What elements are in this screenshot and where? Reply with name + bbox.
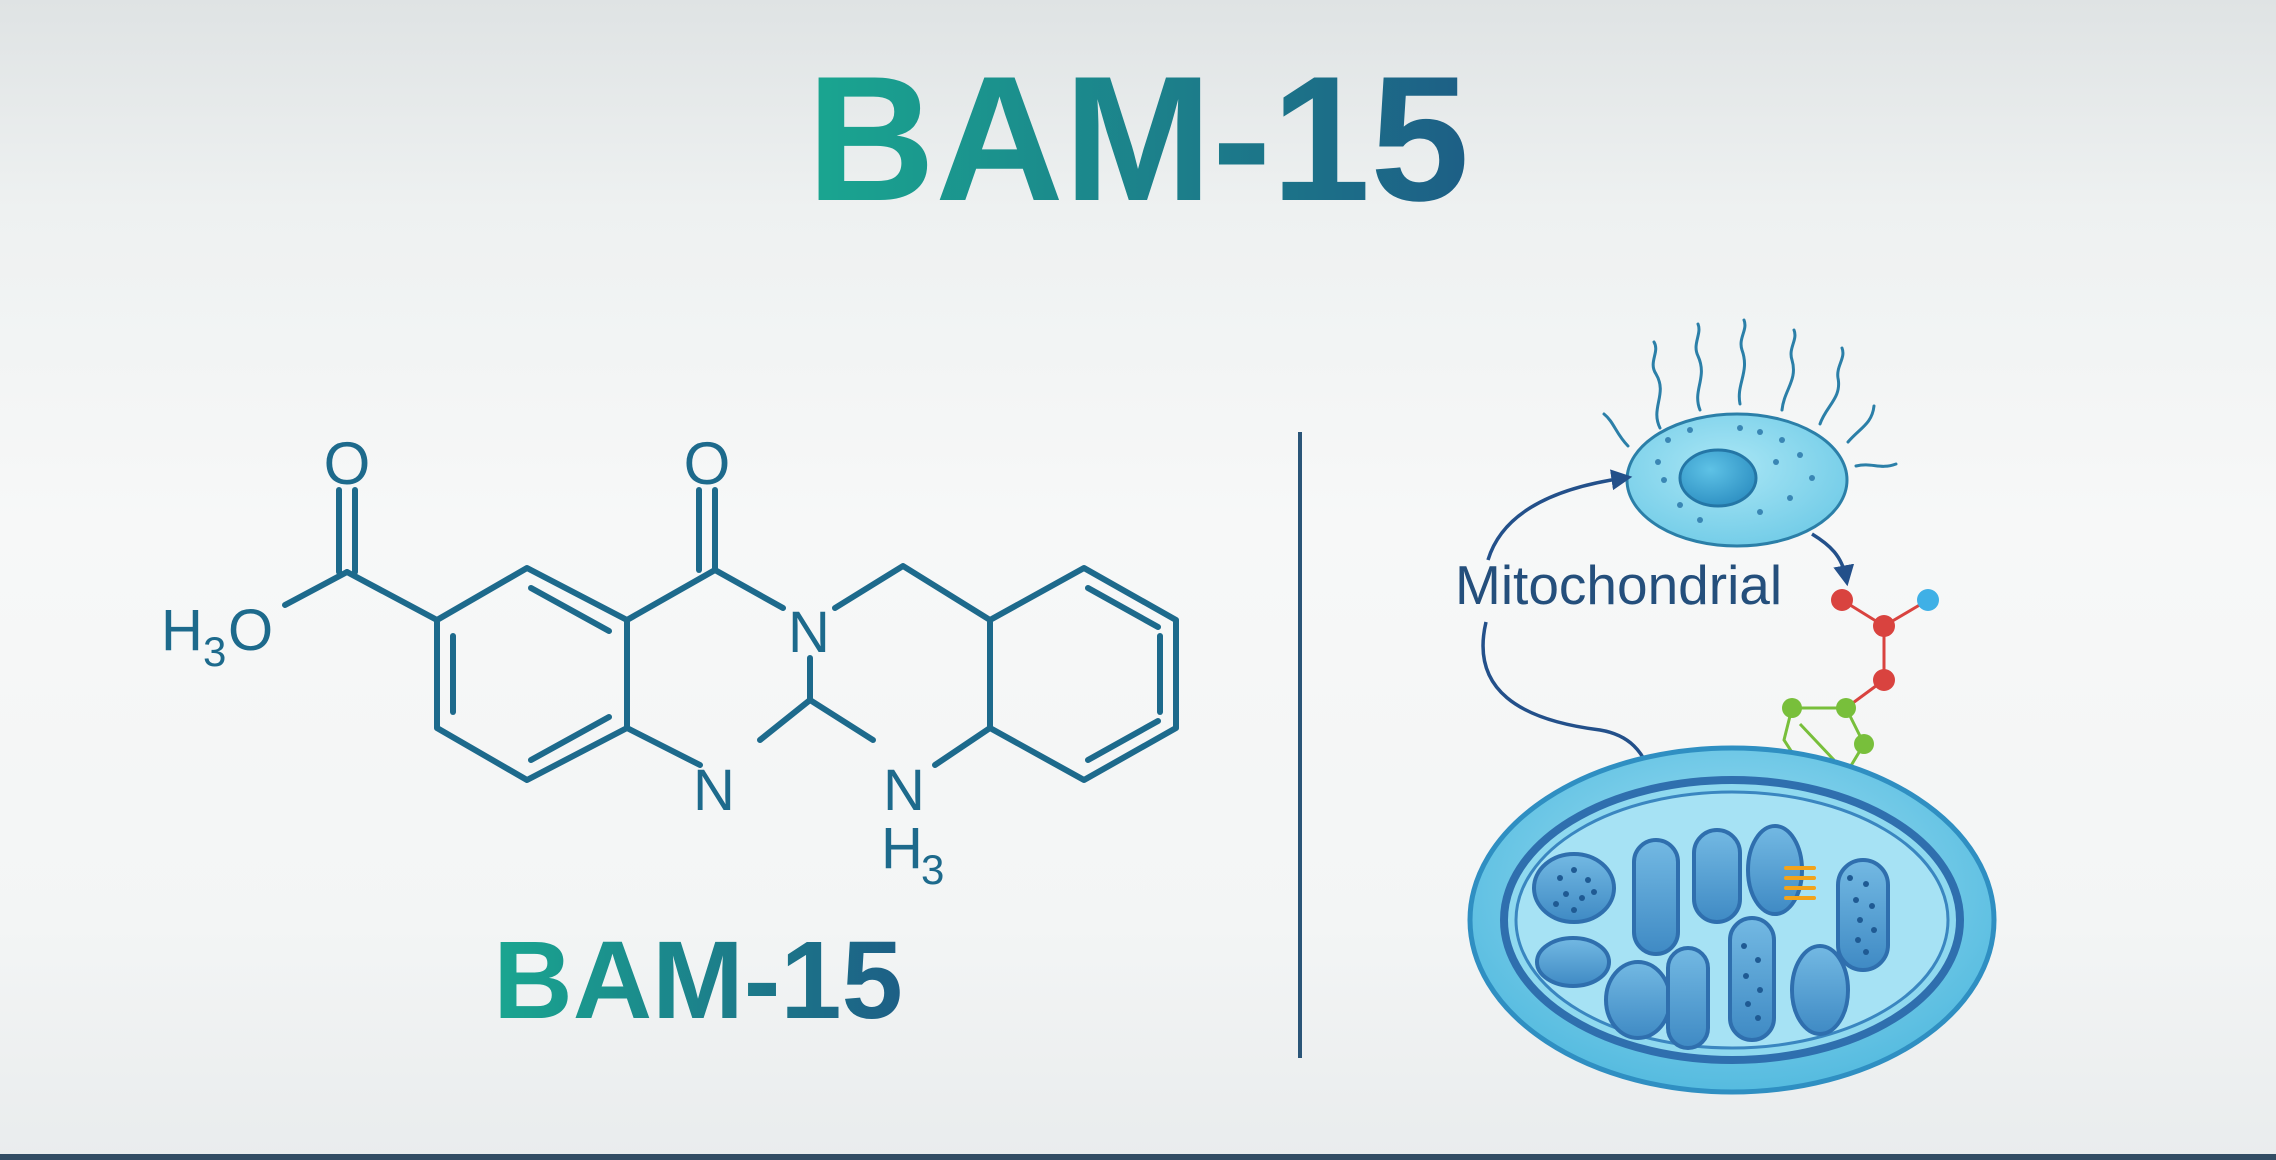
main-title: BAM-15 [807,39,1470,238]
atom-n-amine: N [883,758,925,823]
middle-ring [624,487,813,768]
atom-h-methyl: H [161,598,203,663]
ester-group [282,487,440,623]
mitochondrial-illustration: Mitochondrial [1455,318,1997,1095]
mitochondrial-label: Mitochondrial [1455,554,1782,616]
molecule-name: BAM-15 [493,919,903,1042]
atom-n-bottom: N [693,758,735,823]
left-benzene-ring [434,565,630,783]
atom-o-ketone: O [684,430,731,497]
footer-bar [0,1154,2276,1160]
arrow-to-cell [1486,469,1633,561]
right-benzene-ring [987,565,1179,783]
atom-h-amine: H [881,816,923,881]
atom-sub-methyl: 3 [203,628,226,675]
atom-o-ester-carbonyl: O [324,430,371,497]
mitochondrion-icon [1467,745,1997,1095]
atom-o-methyl: O [228,598,273,663]
arrow-to-molecule [1811,532,1855,587]
molecule-structure [282,487,1179,783]
cell-icon [1602,318,1898,548]
atom-labels: O O H 3 O N N N H 3 [161,430,944,893]
right-ring [807,563,993,768]
atom-sub-amine: 3 [921,846,944,893]
atom-n-top: N [788,600,830,665]
